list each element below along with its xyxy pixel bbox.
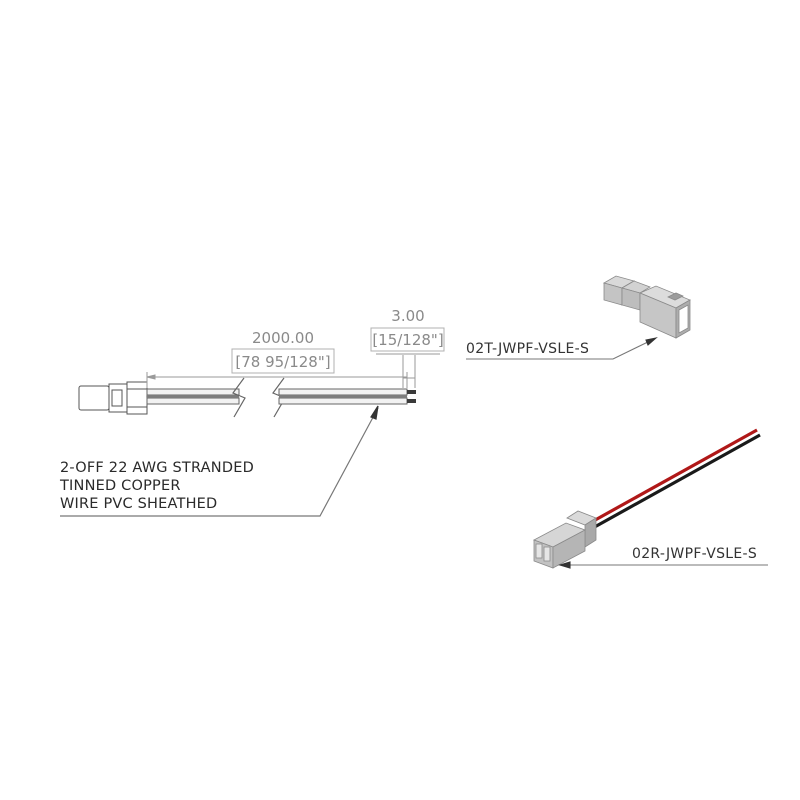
plug-02t-leader [466,337,658,360]
wire-note-line1: 2-OFF 22 AWG STRANDED [60,460,254,476]
cable-assembly-side-view: 2000.00 [78 95/128"] 3.00 [15/128"] 2-OF… [59,307,445,517]
wires-left-segment [146,388,240,405]
strip-imperial: [15/128"] [372,331,443,349]
strip-dimension [370,327,445,388]
wire-note-leader [60,405,379,517]
length-dimension [146,348,408,388]
part-label-02t: 02T-JWPF-VSLE-S [466,341,589,357]
length-imperial: [78 95/128"] [235,353,330,371]
length-metric: 2000.00 [252,329,314,347]
receptacle-02r-leader [558,561,768,569]
strip-metric: 3.00 [391,307,424,325]
side-connector [78,381,148,415]
black-wire [590,433,761,531]
plug-02t-isometric [602,275,691,339]
part-label-02r: 02R-JWPF-VSLE-S [632,546,757,562]
wires-right-segment [278,388,416,405]
receptacle-02r-isometric [533,428,761,569]
wire-note-line3: WIRE PVC SHEATHED [60,496,217,512]
wire-note-line2: TINNED COPPER [59,478,181,494]
break-symbol [232,377,286,418]
red-wire [587,428,758,526]
